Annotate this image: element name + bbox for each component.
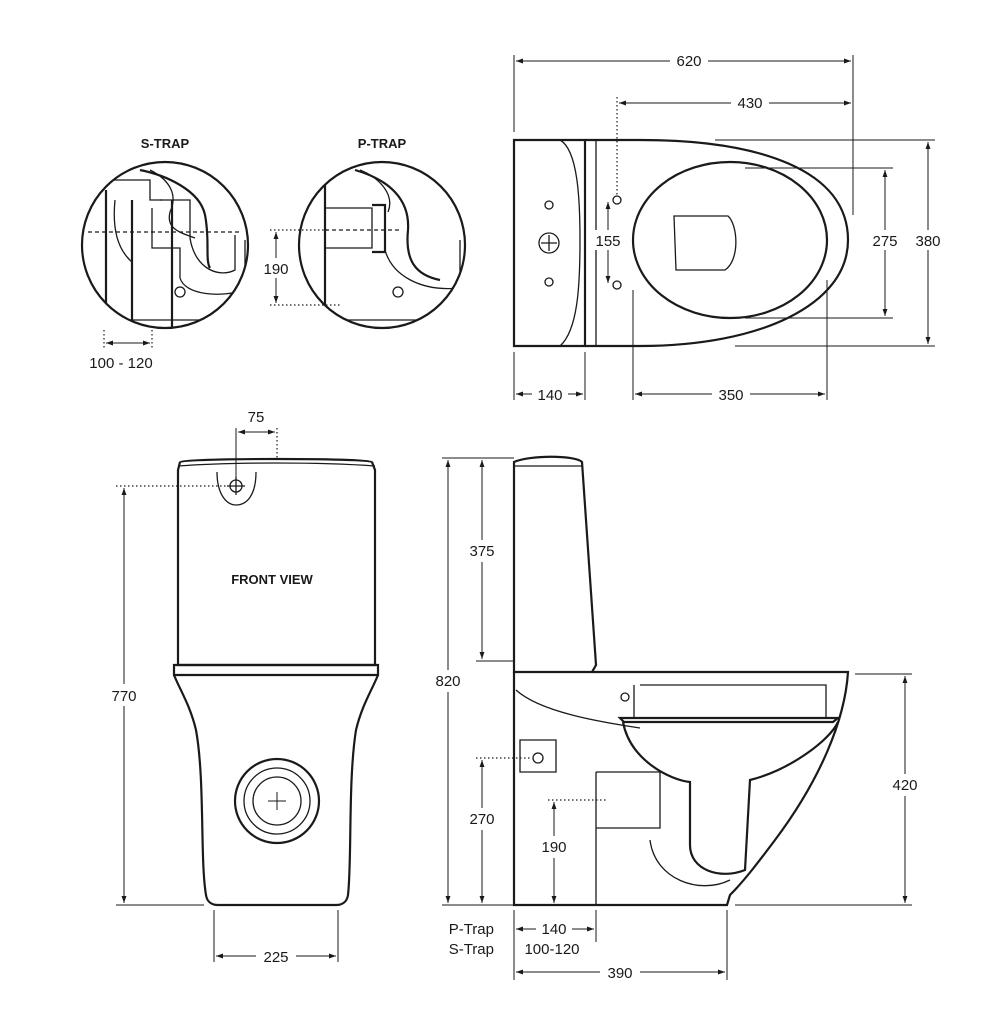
- front-pan: [172, 674, 380, 907]
- side-p-trap-offset: 140: [541, 921, 566, 938]
- front-cistern: [176, 457, 377, 667]
- side-p-trap-outlet-height: 190: [541, 839, 566, 856]
- side-pan-height: 420: [892, 777, 917, 794]
- plan-bowl-opening: [673, 215, 737, 271]
- plan-cistern-depth: 140: [537, 387, 562, 404]
- s-trap-title: S-TRAP: [141, 136, 190, 151]
- plan-fixing-spacing: 155: [595, 233, 620, 250]
- plan-bowl-length: 350: [718, 387, 743, 404]
- s-trap-outline: [80, 160, 250, 330]
- side-pan: [512, 670, 850, 907]
- side-overall-height: 820: [435, 673, 460, 690]
- p-trap-height-label: 190: [263, 261, 288, 278]
- front-view: FRONT VIEW 75 770 225: [104, 409, 380, 966]
- plan-overall-depth: 620: [676, 53, 701, 70]
- side-inlet-height: 270: [469, 811, 494, 828]
- side-cistern-height: 375: [469, 543, 494, 560]
- plan-view: 620 430 380 275 155 140 350: [512, 50, 946, 404]
- plan-pan-to-fixing: 430: [737, 95, 762, 112]
- front-base-width: 225: [263, 949, 288, 966]
- p-trap-title: P-TRAP: [358, 136, 407, 151]
- front-inlet-height: 770: [111, 688, 136, 705]
- side-base-depth: 390: [607, 965, 632, 982]
- side-cistern: [512, 455, 598, 674]
- side-p-trap-label: P-Trap: [449, 921, 494, 938]
- s-trap-offset-label: 100 - 120: [89, 355, 152, 372]
- plan-pan: [585, 138, 850, 348]
- side-seat: [617, 716, 842, 724]
- plan-overall-width: 380: [915, 233, 940, 250]
- front-outlet: [233, 757, 321, 845]
- p-trap-detail: P-TRAP 190: [258, 136, 467, 330]
- plan-seat: [631, 160, 829, 320]
- plan-seat-width: 275: [872, 233, 897, 250]
- front-inlet-offset: 75: [248, 409, 265, 426]
- side-s-trap-offset: 100-120: [524, 941, 579, 958]
- flush-button: [538, 232, 560, 254]
- side-view: 820 375 420 270 190 P-Trap S-Trap 140 10…: [426, 455, 925, 982]
- p-trap-outline: [297, 160, 467, 330]
- side-s-trap-label: S-Trap: [449, 941, 494, 958]
- front-view-title: FRONT VIEW: [231, 572, 313, 587]
- s-trap-detail: S-TRAP 100 - 120: [80, 136, 250, 372]
